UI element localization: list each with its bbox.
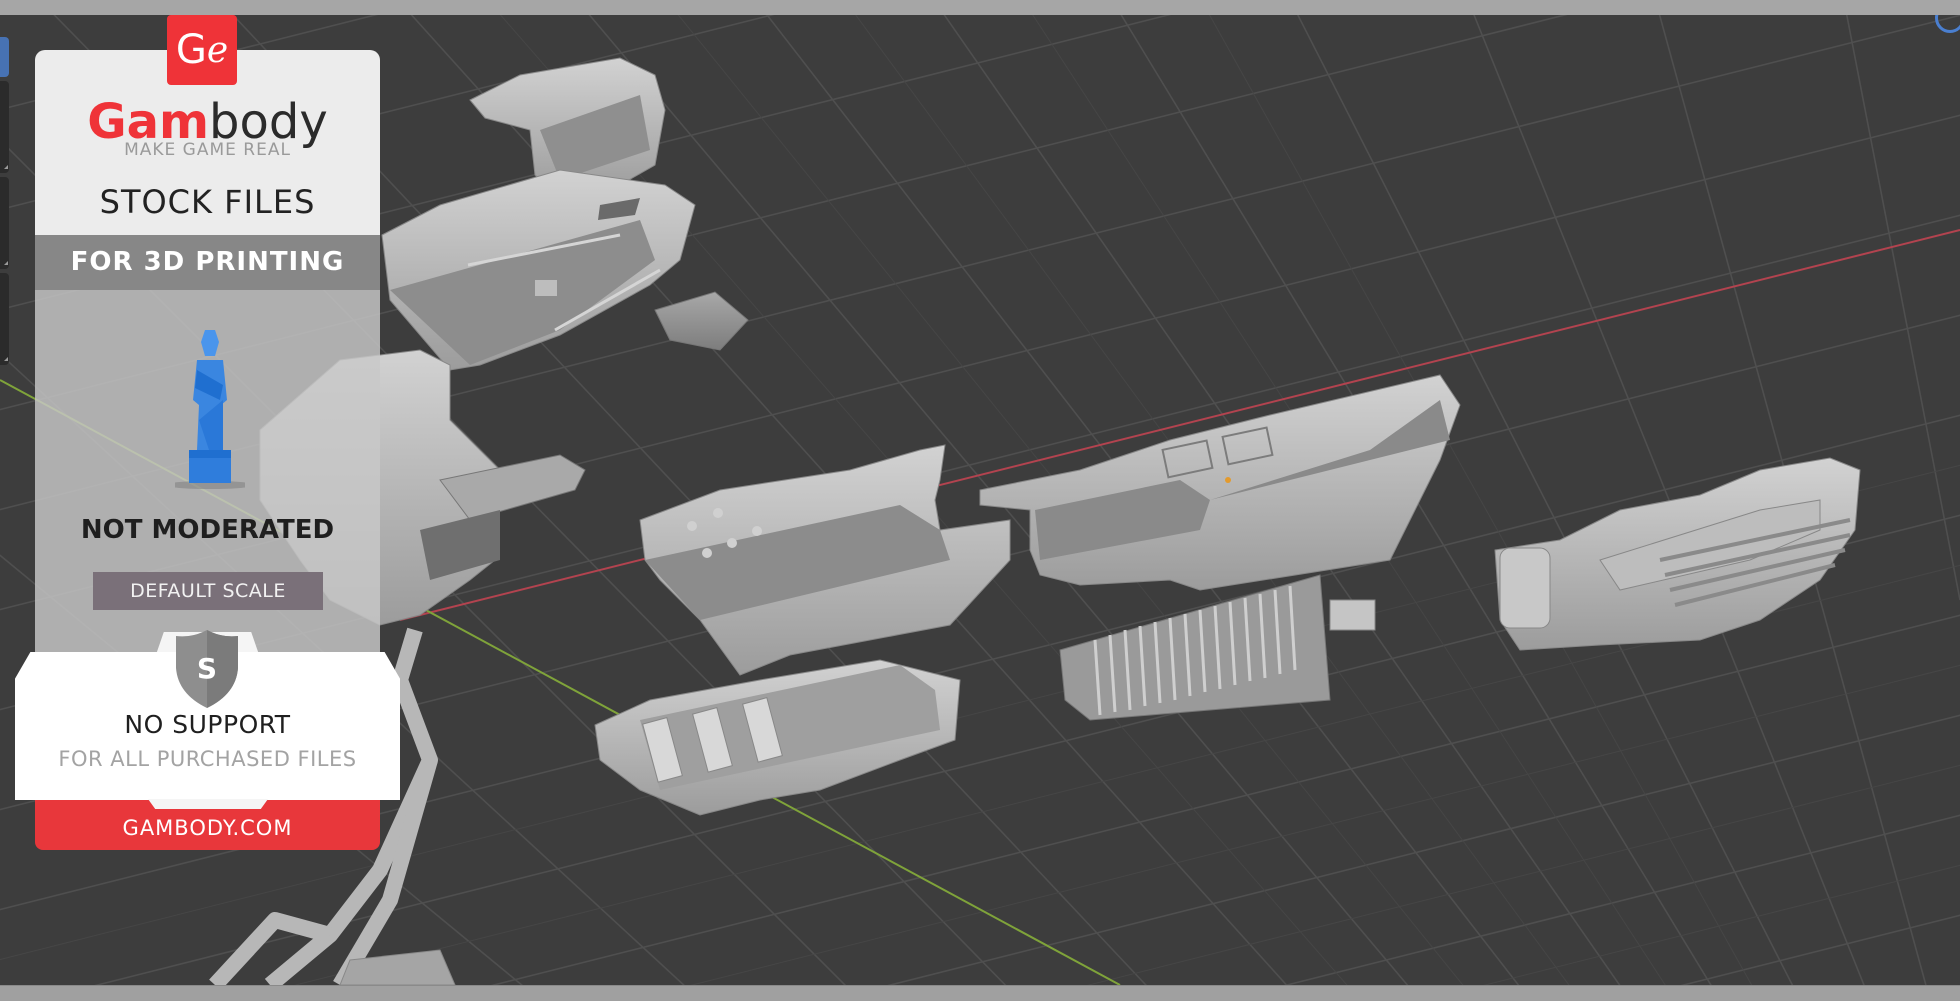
brand-red-part: Gam (87, 94, 210, 150)
top-header-bar (0, 0, 1960, 16)
engine-block-part (594, 659, 961, 816)
canopy-shell-part (469, 57, 666, 196)
statue-figure-icon (175, 330, 245, 489)
chest-armor-part (381, 169, 696, 371)
barrel-housing-left (639, 444, 1011, 676)
vent-fins-part (1059, 574, 1376, 721)
gambody-site-link[interactable]: GAMBODY.COM (35, 800, 380, 850)
viewport-scene (0, 15, 1960, 985)
display-stand (209, 627, 438, 985)
printing-band: FOR 3D PRINTING (35, 235, 380, 340)
stand-base (339, 949, 456, 985)
move-tool-button[interactable] (0, 177, 9, 269)
small-plate-part (654, 291, 749, 351)
left-toolbar (0, 37, 10, 369)
logo-letter-e: e (206, 29, 229, 71)
select-tool-button[interactable] (0, 37, 9, 77)
not-moderated-label: NOT MODERATED (80, 515, 335, 545)
cursor-tool-button[interactable] (0, 81, 9, 173)
barrel-housing-right (979, 374, 1461, 591)
bottom-status-bar (0, 985, 1960, 1001)
printing-band-bg: FOR 3D PRINTING (35, 235, 380, 290)
default-scale-badge: DEFAULT SCALE (93, 572, 323, 610)
expand-triangle-icon (4, 357, 8, 361)
brand-wordmark: Gambody (35, 92, 380, 152)
all-files-label: FOR ALL PURCHASED FILES (58, 747, 357, 771)
navigation-gizmo-icon[interactable] (1935, 15, 1960, 33)
rotate-tool-button[interactable] (0, 273, 9, 365)
site-notch (148, 799, 268, 809)
stock-files-label: STOCK FILES (99, 183, 316, 221)
shield-icon: S (176, 630, 238, 708)
gatling-arm-part (1494, 457, 1861, 651)
expand-triangle-icon (4, 261, 8, 265)
brand-tagline: MAKE GAME REAL (124, 140, 291, 160)
shield-letter: S (197, 652, 217, 685)
expand-triangle-icon (4, 165, 8, 169)
for-3d-printing-label: FOR 3D PRINTING (70, 247, 345, 277)
no-support-label: NO SUPPORT (124, 710, 291, 739)
brand-dark-part: body (209, 94, 328, 150)
logo-letter-g: G (175, 27, 207, 73)
